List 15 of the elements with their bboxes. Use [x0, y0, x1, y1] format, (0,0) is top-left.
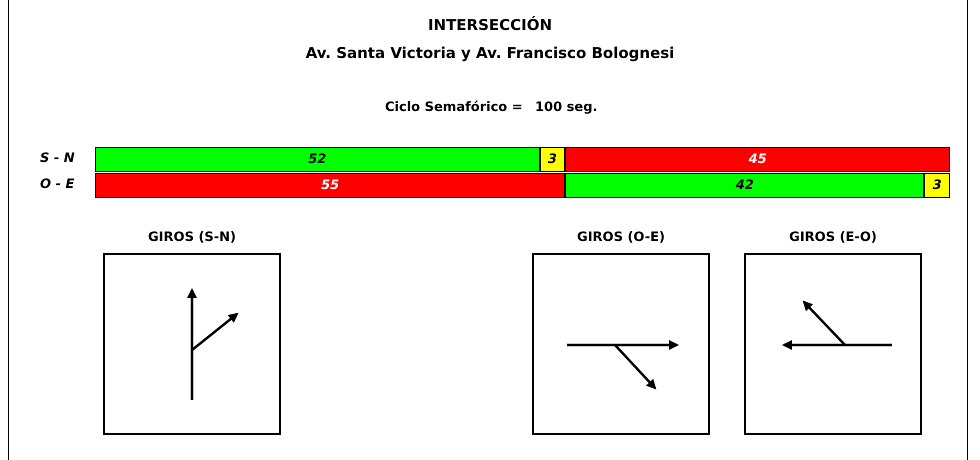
phase-segment: 45	[565, 147, 950, 172]
phase-segment: 3	[540, 147, 566, 172]
row-label: S - N	[40, 151, 75, 166]
phase-segment: 42	[565, 173, 924, 198]
row-label: O - E	[40, 177, 74, 192]
phase-segment: 52	[95, 147, 540, 172]
panel-heading: GIROS (E-O)	[788, 230, 878, 245]
panel-heading: GIROS (S-N)	[147, 230, 237, 245]
phase-segment: 55	[95, 173, 566, 198]
panel-heading: GIROS (O-E)	[576, 230, 666, 245]
cycle-label: Ciclo Semafórico =	[385, 100, 523, 115]
cycle-value: 100 seg.	[535, 100, 598, 115]
phase-segment: 3	[924, 173, 950, 198]
subtitle: Av. Santa Victoria y Av. Francisco Bolognesi	[304, 44, 676, 62]
title: INTERSECCIÓN	[426, 16, 554, 34]
